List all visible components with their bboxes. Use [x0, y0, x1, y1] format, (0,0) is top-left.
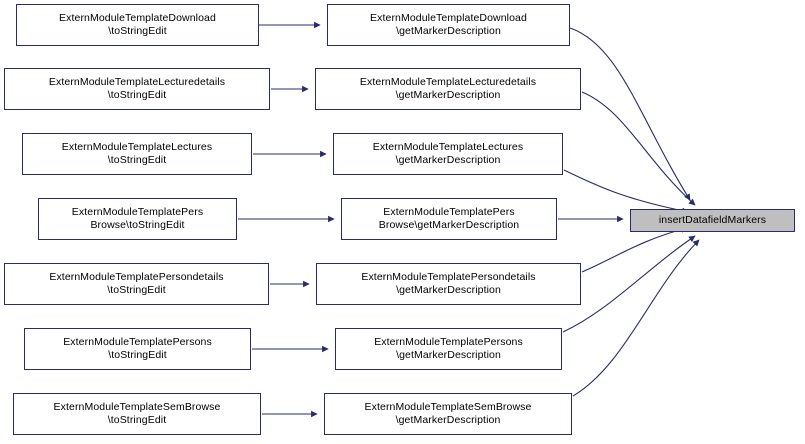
node-caller-lecturedetails[interactable]: ExternModuleTemplateLecturedetails \toSt…: [4, 68, 270, 110]
node-caller-persbrowse[interactable]: ExternModuleTemplatePers Browse\toString…: [38, 198, 237, 240]
edge-middle-5-to-target: [562, 235, 696, 333]
node-caller-download[interactable]: ExternModuleTemplateDownload \toStringEd…: [16, 4, 259, 46]
node-caller-persons[interactable]: ExternModuleTemplatePersons \toStringEdi…: [24, 328, 251, 370]
node-middle-lecturedetails[interactable]: ExternModuleTemplateLecturedetails \getM…: [315, 68, 581, 110]
node-middle-sembrowse[interactable]: ExternModuleTemplateSemBrowse \getMarker…: [324, 393, 572, 435]
edge-middle-2-to-target: [563, 169, 689, 215]
edge-middle-4-to-target: [581, 226, 688, 273]
node-caller-lectures[interactable]: ExternModuleTemplateLectures \toStringEd…: [22, 133, 252, 175]
node-caller-sembrowse[interactable]: ExternModuleTemplateSemBrowse \toStringE…: [13, 393, 261, 435]
edge-middle-6-to-target: [572, 239, 700, 397]
node-middle-lectures[interactable]: ExternModuleTemplateLectures \getMarkerD…: [333, 133, 563, 175]
node-middle-download[interactable]: ExternModuleTemplateDownload \getMarkerD…: [327, 4, 570, 46]
node-middle-persondetails[interactable]: ExternModuleTemplatePersondetails \getMa…: [316, 263, 581, 305]
node-target-insert-datafield-markers[interactable]: insertDatafieldMarkers: [630, 209, 795, 232]
edge-middle-0-to-target: [569, 27, 691, 201]
node-caller-persondetails[interactable]: ExternModuleTemplatePersondetails \toStr…: [4, 263, 269, 305]
node-middle-persons[interactable]: ExternModuleTemplatePersons \getMarkerDe…: [335, 328, 562, 370]
edge-middle-1-to-target: [581, 91, 696, 206]
node-middle-persbrowse[interactable]: ExternModuleTemplatePers Browse\getMarke…: [341, 198, 557, 240]
